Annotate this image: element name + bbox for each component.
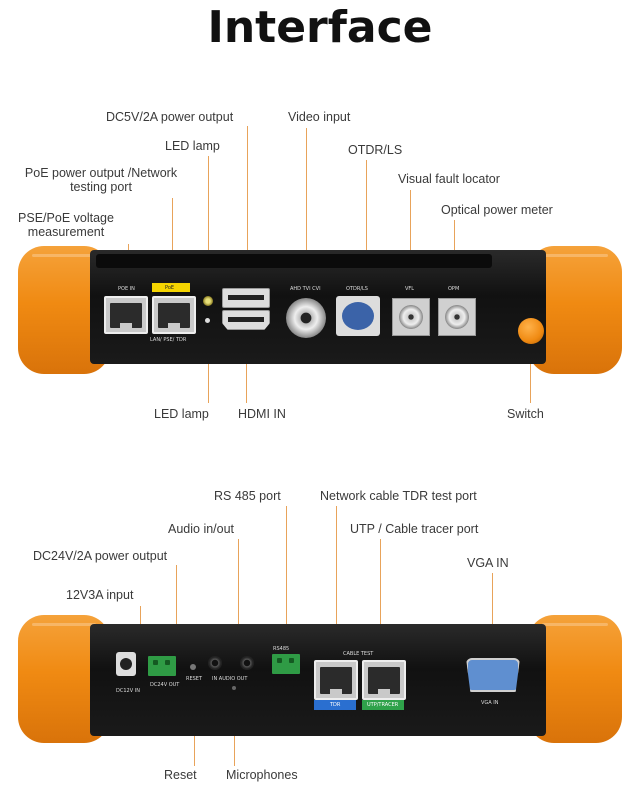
pse-voltage-rj45-port[interactable] (104, 296, 148, 334)
page-title: Interface (0, 2, 640, 53)
utp-label: UTP / Cable tracer port (350, 522, 478, 536)
otdr-label: OTDR/LS (348, 143, 402, 157)
led-lamp-bottom-label: LED lamp (154, 407, 209, 421)
vfl-mark: VFL (405, 286, 414, 292)
rs485-label: RS 485 port (214, 489, 281, 503)
vga-label: VGA IN (467, 556, 509, 570)
microphone-hole (232, 686, 236, 690)
poe-in-mark: POE IN (118, 286, 135, 292)
tdr-label: Network cable TDR test port (320, 489, 477, 503)
audio-mark: IN AUDIO OUT (212, 676, 247, 682)
tdr-rj45-port[interactable] (314, 660, 358, 700)
rs485-mark: RS485 (273, 646, 289, 652)
vga-in-mark: VGA IN (481, 700, 499, 706)
utp-tracer-rj45-port[interactable] (362, 660, 406, 700)
utp-mark: UTP/TRACER (367, 702, 398, 708)
power-switch-button[interactable] (518, 318, 544, 344)
dc5v-label: DC5V/2A power output (106, 110, 233, 124)
poe-mark: PoE (165, 285, 174, 291)
usb-port[interactable] (222, 288, 270, 308)
top-ridge (96, 254, 492, 268)
hdmi-in-label: HDMI IN (238, 407, 286, 421)
dc12v-mark: DC12V IN (116, 688, 140, 694)
dc24v-label: DC24V/2A power output (33, 549, 167, 563)
pse-voltage-label-line2: measurement (4, 225, 128, 239)
video-input-bnc-port[interactable] (286, 298, 326, 338)
audio-label: Audio in/out (168, 522, 234, 536)
vga-in-port[interactable] (466, 658, 520, 692)
poe-output-label: PoE power output /Network (10, 166, 192, 180)
audio-in-jack[interactable] (208, 656, 222, 670)
poe-output-rj45-port[interactable] (152, 296, 196, 334)
cable-test-mark: CABLE TEST (343, 651, 373, 657)
tdr-mark: TDR (330, 702, 340, 708)
microphones-label: Microphones (226, 768, 298, 782)
otdr-mark: OTDR/LS (346, 286, 368, 292)
audio-out-jack[interactable] (240, 656, 254, 670)
pse-voltage-label: PSE/PoE voltage (4, 211, 128, 225)
poe-output-label-line2: testing port (10, 180, 192, 194)
led-lamp-top (203, 296, 213, 306)
video-input-mark: AHD TVI CVI (290, 286, 321, 292)
reset-label: Reset (164, 768, 197, 782)
lan-mark: LAN/ PSE/ TDR (150, 337, 186, 343)
dc24v-out-mark: DC24V OUT (150, 682, 179, 688)
reset-mark: RESET (186, 676, 202, 682)
dc24v-output-terminal[interactable] (148, 656, 176, 676)
hdmi-in-port[interactable] (222, 310, 270, 330)
vfl-label: Visual fault locator (398, 172, 500, 186)
otdr-ls-port[interactable] (336, 296, 380, 336)
switch-label: Switch (507, 407, 544, 421)
dc12v-input-jack[interactable] (116, 652, 136, 676)
led-lamp-bottom (205, 318, 210, 323)
visual-fault-locator-port[interactable] (392, 298, 430, 336)
opm-mark: OPM (448, 286, 459, 292)
led-lamp-top-label: LED lamp (165, 139, 220, 153)
opm-label: Optical power meter (441, 203, 553, 217)
video-input-label: Video input (288, 110, 350, 124)
rs485-terminal[interactable] (272, 654, 300, 674)
optical-power-meter-port[interactable] (438, 298, 476, 336)
reset-button[interactable] (190, 664, 196, 670)
v12-label: 12V3A input (66, 588, 133, 602)
